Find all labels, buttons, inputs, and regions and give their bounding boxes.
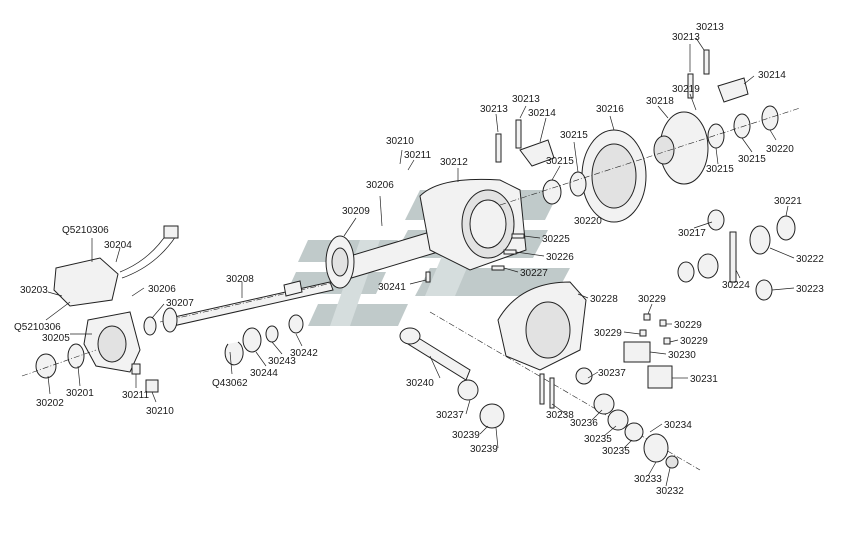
ring-gear-30216: [581, 129, 647, 223]
label-30213-b: 30213: [512, 94, 540, 105]
label-30228: 30228: [590, 294, 618, 305]
label-30235-a: 30235: [584, 434, 612, 445]
label-30206-right: 30206: [366, 180, 394, 191]
label-30202: 30202: [36, 398, 64, 409]
label-30229-c: 30229: [594, 328, 622, 339]
part-number-labels: Q5210306 30204 30203 Q5210306 30205 3020…: [14, 22, 824, 497]
label-30223: 30223: [796, 284, 824, 295]
label-30209: 30209: [342, 206, 370, 217]
label-30234: 30234: [664, 420, 692, 431]
label-30241: 30241: [378, 282, 406, 293]
actuator-30204: [53, 225, 179, 307]
label-30220-right: 30220: [766, 144, 794, 155]
label-30204: 30204: [104, 240, 132, 251]
label-30227: 30227: [520, 268, 548, 279]
label-30215-a: 30215: [560, 130, 588, 141]
label-Q5210306-bottom: Q5210306: [14, 322, 61, 333]
label-30233: 30233: [634, 474, 662, 485]
label-30201: 30201: [66, 388, 94, 399]
label-30224: 30224: [722, 280, 750, 291]
label-30203: 30203: [20, 285, 48, 296]
bolts-30213: [495, 49, 710, 163]
label-30226: 30226: [546, 252, 574, 263]
label-30221: 30221: [774, 196, 802, 207]
label-30205: 30205: [42, 333, 70, 344]
label-30240: 30240: [406, 378, 434, 389]
carrier-30228: [429, 281, 701, 471]
bolt-30238: [539, 373, 555, 409]
caps-30214: [519, 77, 749, 167]
label-30220-left: 30220: [574, 216, 602, 227]
actuator-30230-30231: [623, 341, 673, 389]
label-30206-left: 30206: [148, 284, 176, 295]
label-30213-d: 30213: [672, 32, 700, 43]
knuckle-30205: [83, 311, 141, 373]
bolts-30229: [639, 313, 671, 345]
label-30229-a: 30229: [638, 294, 666, 305]
small-bolts: [425, 233, 525, 283]
label-30210-right: 30210: [386, 136, 414, 147]
label-30214-b: 30214: [758, 70, 786, 81]
label-30231: 30231: [690, 374, 718, 385]
label-30211-left: 30211: [122, 390, 150, 401]
label-30213-c: 30213: [696, 22, 724, 33]
label-30239-b: 30239: [470, 444, 498, 455]
label-30243: 30243: [268, 356, 296, 367]
label-30213-a: 30213: [480, 104, 508, 115]
label-30207: 30207: [166, 298, 194, 309]
label-Q5210306-top: Q5210306: [62, 225, 109, 236]
label-30244: 30244: [250, 368, 278, 379]
pinion-gears-30222: [677, 209, 796, 301]
label-30235-b: 30235: [602, 446, 630, 457]
label-30242: 30242: [290, 348, 318, 359]
label-30214-a: 30214: [528, 108, 556, 119]
label-30208: 30208: [226, 274, 254, 285]
label-30218: 30218: [646, 96, 674, 107]
label-30210-left: 30210: [146, 406, 174, 417]
bearings-left: [143, 307, 304, 366]
diff-case-30218: [653, 111, 709, 185]
label-30215-b: 30215: [546, 156, 574, 167]
label-Q43062: Q43062: [212, 378, 248, 389]
label-30229-d: 30229: [680, 336, 708, 347]
pinion-bearings-30239: [457, 379, 505, 429]
label-30232: 30232: [656, 486, 684, 497]
flange-30209: [325, 235, 355, 289]
label-30237-right: 30237: [598, 368, 626, 379]
label-30239-a: 30239: [452, 430, 480, 441]
label-30225: 30225: [542, 234, 570, 245]
label-30229-b: 30229: [674, 320, 702, 331]
label-30219: 30219: [672, 84, 700, 95]
label-30212: 30212: [440, 157, 468, 168]
label-30230: 30230: [668, 350, 696, 361]
axle-tube-30212: [329, 178, 527, 283]
label-30222: 30222: [796, 254, 824, 265]
hub-bearing-30201-30202: [21, 343, 97, 379]
label-30215-c: 30215: [706, 164, 734, 175]
label-30217: 30217: [678, 228, 706, 239]
label-30211-right: 30211: [404, 150, 432, 161]
leader-lines: [45, 37, 795, 487]
pinion-shaft-30240: [399, 327, 471, 381]
pinion-bearings-30235: [575, 367, 679, 469]
label-30215-d: 30215: [738, 154, 766, 165]
label-30237-left: 30237: [436, 410, 464, 421]
label-30238: 30238: [546, 410, 574, 421]
label-30236: 30236: [570, 418, 598, 429]
label-30216: 30216: [596, 104, 624, 115]
